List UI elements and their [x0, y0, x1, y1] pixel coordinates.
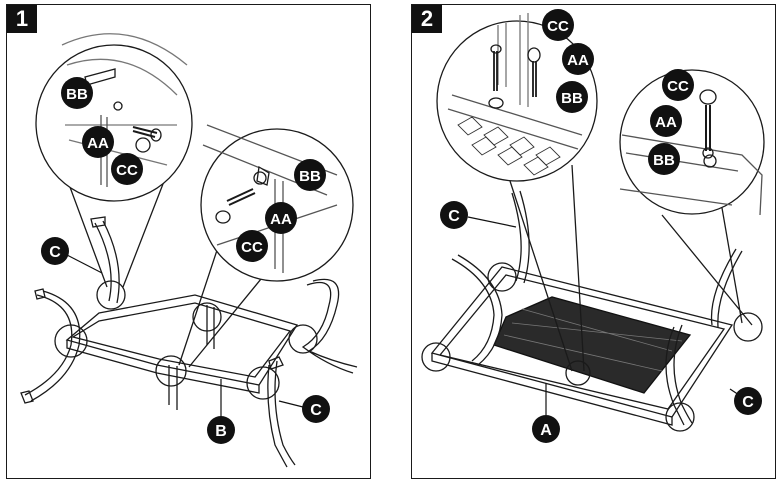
badge-bb-label: BB — [66, 86, 88, 103]
badge-c-label: C — [49, 244, 61, 261]
badge-b — [207, 416, 235, 444]
badge-aa — [265, 202, 297, 234]
badge-cc-label: CC — [241, 239, 263, 256]
joint-circle-3 — [565, 360, 591, 386]
badge-bb — [294, 159, 326, 191]
badge-aa — [82, 126, 114, 158]
badge-cc-label: CC — [116, 162, 138, 179]
joint-circle-5 — [246, 366, 280, 400]
part-badges: CC AA BB CC AA BB C C A — [440, 9, 762, 443]
badge-cc — [236, 230, 268, 262]
badge-c-label: C — [310, 402, 322, 419]
leg-c-left-upper — [90, 216, 120, 304]
badge-bb-label: BB — [561, 90, 583, 107]
badge-a-label: A — [540, 422, 552, 439]
step-2-illustration: CC AA BB CC AA BB C C A — [421, 9, 765, 443]
badge-cc-label: CC — [547, 18, 569, 35]
leg-c-front — [267, 356, 296, 468]
badge-cc — [111, 153, 143, 185]
badge-aa-label: AA — [87, 135, 109, 152]
joint-circle-3 — [192, 302, 222, 332]
joint-circle-4 — [665, 402, 695, 432]
leg-c-right-upper — [301, 278, 358, 374]
badge-a — [532, 415, 560, 443]
badge-bb — [648, 143, 680, 175]
joint-circle-2 — [421, 342, 451, 372]
joint-circle-1 — [96, 280, 126, 310]
badge-bb-label: BB — [299, 168, 321, 185]
badge-aa-label: AA — [567, 52, 589, 69]
badge-c-label: C — [448, 208, 460, 225]
badge-b-label: B — [215, 423, 227, 440]
badge-aa — [650, 105, 682, 137]
badge-aa-label: AA — [655, 114, 677, 131]
step-1-panel: 1 — [6, 4, 371, 479]
part-badges: BB AA CC BB AA CC C C B — [41, 77, 330, 444]
badge-bb — [61, 77, 93, 109]
zoom-callout-left — [436, 13, 598, 372]
badge-bb — [556, 81, 588, 113]
joint-circle-1 — [487, 262, 517, 292]
step-1-illustration: BB AA CC BB AA CC C C B — [20, 33, 358, 468]
step-number-2: 2 — [412, 5, 442, 33]
badge-c — [734, 387, 762, 415]
badge-cc — [542, 9, 574, 41]
badge-c — [302, 395, 330, 423]
badge-c — [440, 201, 468, 229]
badge-aa — [562, 43, 594, 75]
table-top-a — [430, 266, 734, 426]
step-2-panel: 2 — [411, 4, 776, 479]
badge-c — [41, 237, 69, 265]
joint-circle-5 — [733, 312, 763, 342]
mesh-pattern — [457, 116, 561, 176]
step-number-1: 1 — [7, 5, 37, 33]
joint-circle-4 — [155, 355, 187, 387]
badge-bb-label: BB — [653, 152, 675, 169]
badge-aa-label: AA — [270, 211, 292, 228]
joint-circle-2 — [54, 324, 88, 358]
frame-b — [65, 294, 299, 410]
zoom-callout-right — [619, 69, 765, 326]
badge-c-label: C — [742, 394, 754, 411]
leg-c-front-right — [665, 248, 743, 426]
joint-circle-6 — [288, 324, 318, 354]
mesh-panel — [493, 296, 692, 394]
badge-cc-label: CC — [667, 78, 689, 95]
badge-cc — [662, 69, 694, 101]
leg-c-left-lower — [20, 288, 81, 404]
